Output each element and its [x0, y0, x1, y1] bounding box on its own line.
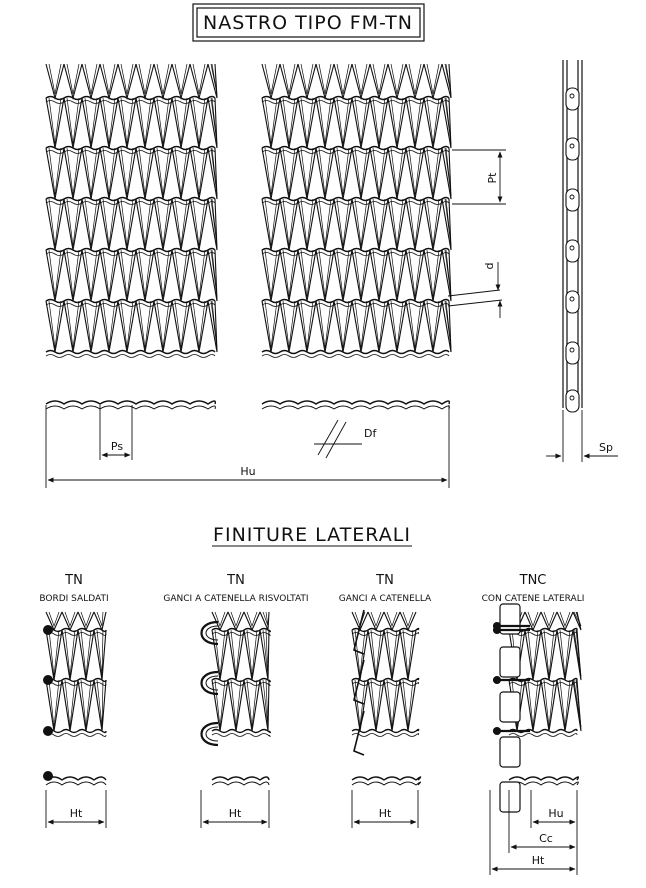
finish-dimension-label: Ht: [379, 807, 392, 820]
wire-thickness-dimension: d: [447, 262, 503, 318]
finish-chain-hooks: TN GANCI A CATENELLA Ht: [339, 573, 432, 828]
section-heading: FINITURE LATERALI: [212, 524, 412, 547]
hu-label: Hu: [548, 807, 563, 820]
finish-welded-edges: TN BORDI SALDATI Ht: [39, 573, 109, 828]
belt-width-label: Hu: [240, 465, 255, 478]
belt-side-view: [562, 60, 583, 413]
finish-dimension-label: Ht: [70, 807, 83, 820]
finish-code: TN: [64, 573, 83, 588]
spiral-pitch-label: Ps: [111, 440, 123, 453]
title-block: NASTRO TIPO FM-TN: [192, 3, 425, 42]
cc-label: Cc: [539, 832, 553, 845]
pitch-dimension: Pt: [452, 149, 506, 205]
thickness-dimension: Sp: [546, 410, 618, 462]
finish-side-chains: TNC CON CATENE LATERALI Hu Cc Ht: [482, 573, 585, 875]
belt-width-dimension: Hu: [45, 405, 450, 488]
wire-diameter-label: Df: [364, 427, 377, 440]
wire-thickness-label: d: [483, 263, 496, 270]
finish-code: TN: [375, 573, 394, 588]
section-title: FINITURE LATERALI: [213, 524, 411, 546]
belt-mesh-left-view: [45, 63, 218, 410]
drawing-title: NASTRO TIPO FM-TN: [203, 12, 413, 34]
spiral-pitch-dimension: Ps: [99, 405, 133, 460]
thickness-label: Sp: [599, 441, 613, 454]
finish-description: GANCI A CATENELLA: [339, 594, 432, 604]
pitch-label: Pt: [486, 172, 499, 184]
finish-description: BORDI SALDATI: [39, 594, 108, 604]
finish-description: CON CATENE LATERALI: [482, 594, 585, 604]
finish-dimension-label: Ht: [229, 807, 242, 820]
finish-description: GANCI A CATENELLA RISVOLTATI: [163, 594, 308, 604]
belt-mesh-right-view: [261, 63, 452, 410]
finish-folded-chain-hooks: TN GANCI A CATENELLA RISVOLTATI Ht: [163, 573, 309, 828]
finish-code: TNC: [519, 573, 547, 588]
ht-label: Ht: [532, 854, 545, 867]
finish-code: TN: [226, 573, 245, 588]
wire-diameter-dimension: Df: [314, 419, 377, 459]
